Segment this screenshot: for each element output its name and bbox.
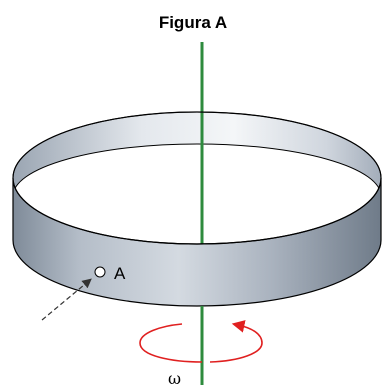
rotation-arrow-right xyxy=(209,320,263,363)
point-a-label: A xyxy=(114,264,126,283)
figure-title: Figura A xyxy=(159,13,227,32)
pointer-arrow xyxy=(41,278,92,321)
point-a-marker xyxy=(94,266,106,278)
ring-outer-band xyxy=(12,177,382,307)
ring-top-rim xyxy=(12,111,382,245)
rotation-arrow-left xyxy=(139,323,203,363)
angular-velocity-label: ω xyxy=(168,369,181,385)
ring-inner-wall xyxy=(12,111,382,197)
